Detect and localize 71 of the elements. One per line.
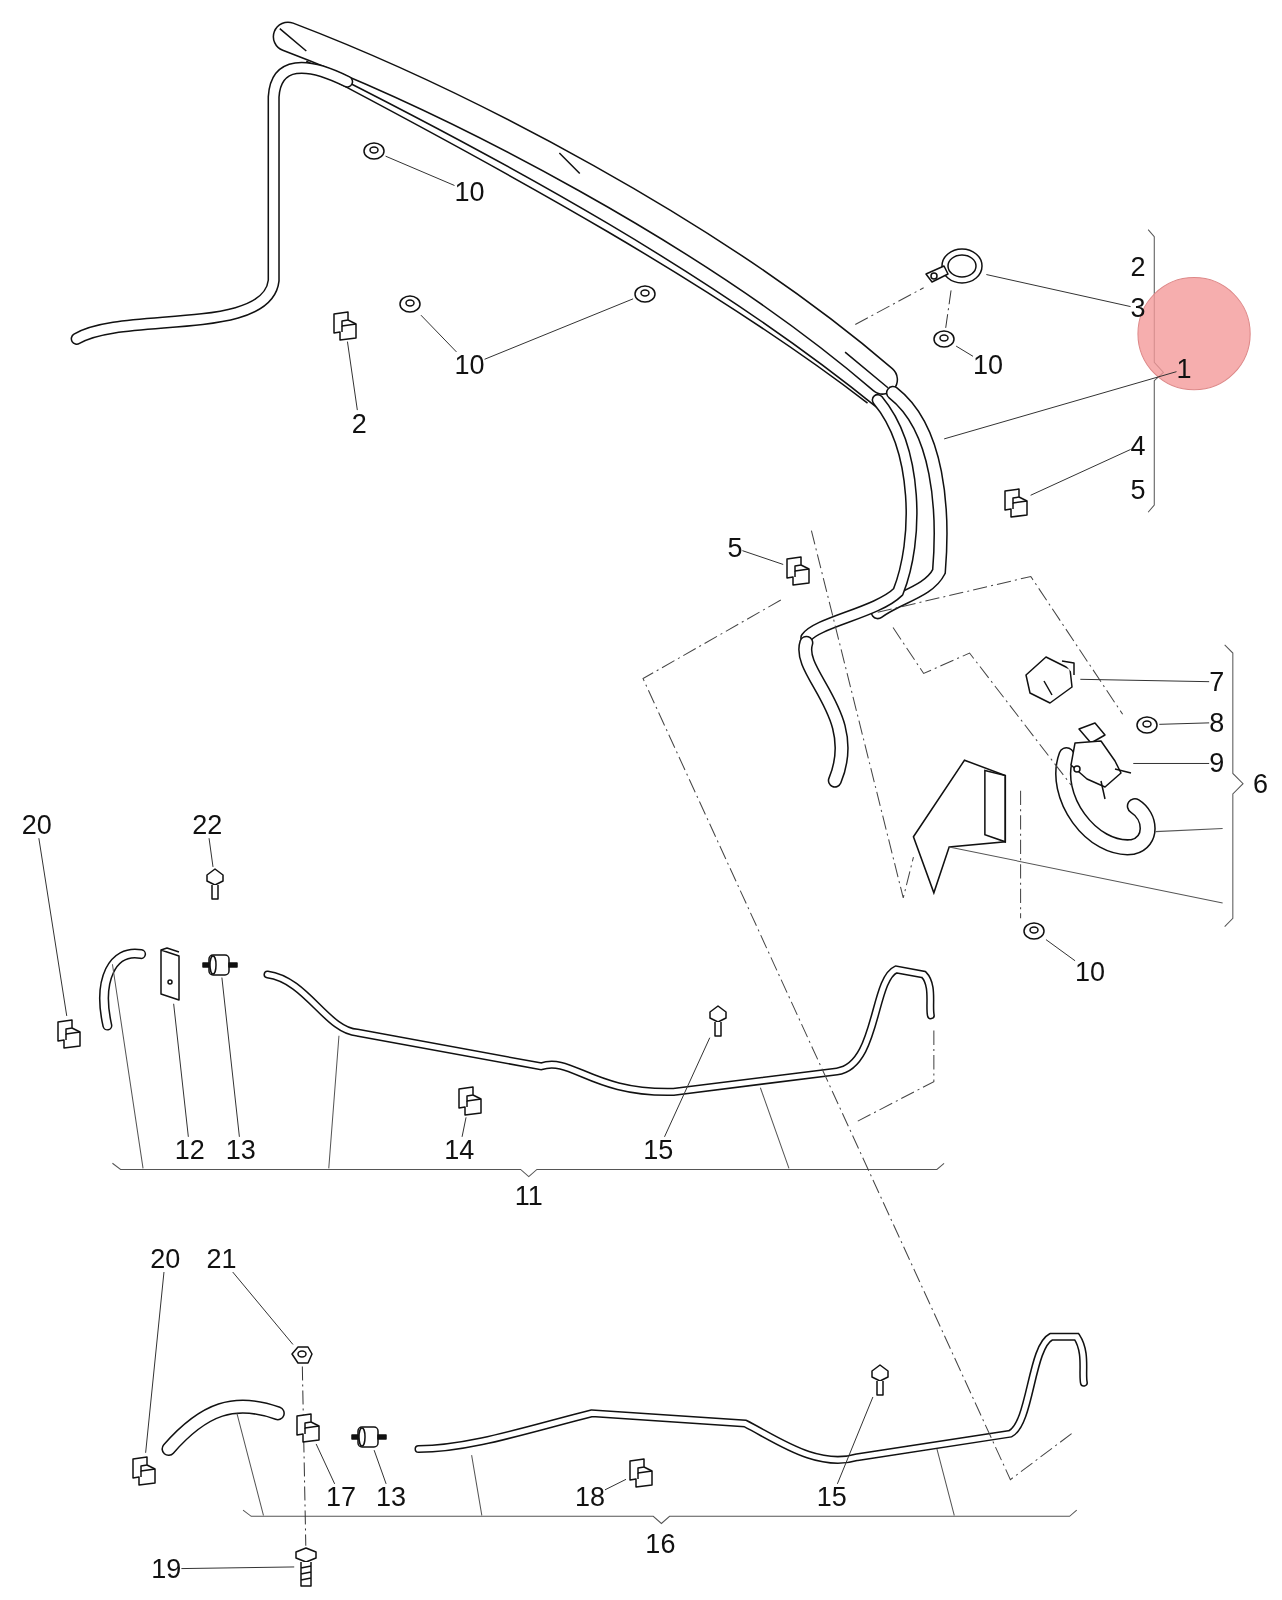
leader-line bbox=[1132, 762, 1210, 764]
leader-line bbox=[38, 837, 68, 1017]
callout-number: 18 bbox=[574, 1483, 605, 1511]
leader-line bbox=[346, 341, 358, 411]
leader-line bbox=[1045, 939, 1076, 962]
callout-number: 6 bbox=[1253, 770, 1269, 798]
leader-line bbox=[373, 1449, 387, 1485]
callout-number: 15 bbox=[816, 1483, 847, 1511]
callout-number: 11 bbox=[514, 1182, 543, 1210]
bolt-icon bbox=[294, 1545, 319, 1588]
callout-number: 10 bbox=[454, 351, 485, 379]
leader-line bbox=[232, 1271, 294, 1345]
callout-number: 10 bbox=[1075, 958, 1106, 986]
callout-number: 7 bbox=[1209, 668, 1225, 696]
callout-number: 12 bbox=[174, 1136, 205, 1164]
callout-number: 5 bbox=[727, 534, 743, 562]
leader-line bbox=[1158, 722, 1210, 725]
leader-line bbox=[221, 977, 240, 1138]
grommet-icon bbox=[361, 140, 386, 163]
callout-number: 22 bbox=[192, 811, 223, 839]
callout-number: 20 bbox=[150, 1245, 181, 1272]
callout-number: 2 bbox=[1130, 253, 1146, 281]
callout-number: 20 bbox=[21, 811, 52, 839]
leader-line bbox=[836, 1396, 874, 1485]
callout-number: 10 bbox=[454, 178, 485, 206]
leader-line bbox=[173, 1003, 189, 1138]
leader-line bbox=[315, 1443, 336, 1485]
grommet-icon bbox=[932, 327, 957, 350]
callout-number: 14 bbox=[444, 1136, 475, 1164]
callout-number: 4 bbox=[1130, 432, 1146, 460]
leader-line bbox=[741, 550, 784, 565]
nut-icon bbox=[290, 1344, 315, 1367]
screw-icon bbox=[205, 866, 226, 901]
screw-icon bbox=[707, 1003, 728, 1038]
callout-number: 8 bbox=[1209, 709, 1225, 737]
leader-line bbox=[1079, 678, 1210, 683]
leader-line bbox=[385, 155, 455, 186]
callout-number: 3 bbox=[1130, 294, 1146, 322]
leader-line bbox=[145, 1271, 165, 1454]
leader-line bbox=[461, 1116, 467, 1138]
callout-number: 21 bbox=[206, 1245, 237, 1272]
grommet-icon bbox=[1135, 713, 1160, 736]
screw-icon bbox=[869, 1363, 890, 1397]
callout-number: 16 bbox=[645, 1530, 676, 1558]
assembly-centerline bbox=[301, 1366, 307, 1547]
callout-number: 10 bbox=[973, 351, 1004, 379]
connector-icon bbox=[352, 1424, 387, 1451]
grommet-icon bbox=[1021, 919, 1046, 942]
callout-number: 13 bbox=[225, 1136, 256, 1164]
leader-line bbox=[985, 274, 1132, 308]
callout-number: 19 bbox=[151, 1555, 182, 1583]
callout-number: 5 bbox=[1130, 476, 1146, 504]
callout-number: 9 bbox=[1209, 749, 1225, 777]
leader-line bbox=[208, 837, 214, 868]
leader-line bbox=[180, 1566, 295, 1570]
callout-number: 17 bbox=[325, 1483, 356, 1511]
callout-number: 2 bbox=[351, 410, 367, 438]
grommet-icon bbox=[633, 282, 658, 305]
leader-line bbox=[943, 371, 1177, 440]
leader-line bbox=[955, 345, 974, 357]
callout-number: 1 bbox=[1176, 356, 1192, 383]
leader-line bbox=[664, 1037, 711, 1138]
leader-line bbox=[604, 1478, 627, 1491]
assembly-centerline bbox=[945, 289, 952, 329]
callout-number: 15 bbox=[643, 1136, 674, 1164]
leader-line bbox=[484, 298, 634, 360]
grommet-icon bbox=[398, 293, 423, 316]
callout-number: 13 bbox=[375, 1483, 406, 1511]
leader-line bbox=[420, 314, 457, 353]
leader-line bbox=[1030, 449, 1132, 496]
connector-icon bbox=[203, 951, 238, 978]
